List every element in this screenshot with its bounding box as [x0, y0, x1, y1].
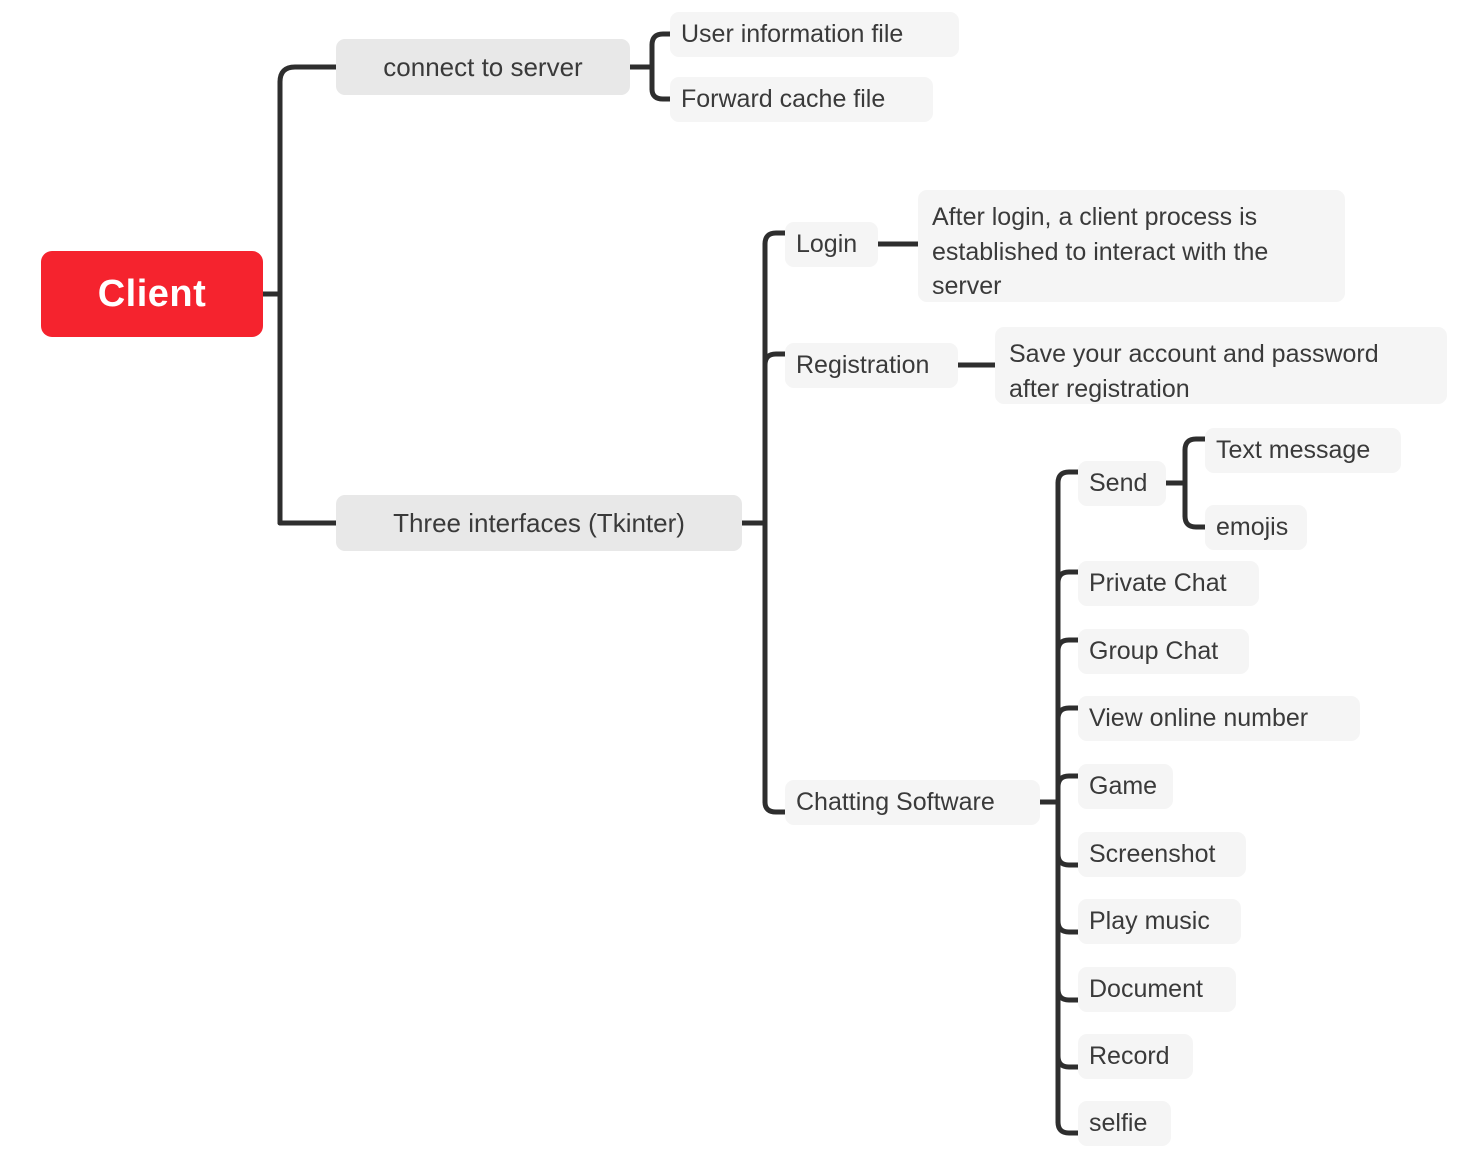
edge-send-text-message — [1182, 436, 1208, 453]
node-chatting-software[interactable]: Chatting Software — [785, 780, 1040, 825]
edge-ti-chatting — [762, 799, 788, 815]
node-registration-label: Registration — [796, 351, 930, 379]
node-connect-to-server-label: connect to server — [383, 51, 583, 82]
edge-ti-login — [762, 230, 788, 247]
node-screenshot-label: Screenshot — [1089, 840, 1216, 868]
edge-chat-view-online — [1055, 705, 1081, 722]
node-three-interfaces[interactable]: Three interfaces (Tkinter) — [336, 495, 742, 551]
node-login-label: Login — [796, 230, 858, 258]
node-private-chat[interactable]: Private Chat — [1078, 561, 1259, 606]
node-record-label: Record — [1089, 1042, 1170, 1070]
node-private-chat-label: Private Chat — [1089, 569, 1227, 597]
node-play-music[interactable]: Play music — [1078, 899, 1241, 944]
node-game-label: Game — [1089, 772, 1158, 800]
node-view-online-number[interactable]: View online number — [1078, 696, 1360, 741]
node-login-description-label: After login, a client process is establi… — [932, 203, 1269, 300]
edge-chat-group — [1055, 637, 1081, 654]
node-view-online-number-label: View online number — [1089, 704, 1309, 732]
node-login[interactable]: Login — [785, 222, 878, 267]
edge-cts-forward-cache — [649, 86, 673, 102]
node-record[interactable]: Record — [1078, 1034, 1193, 1079]
node-play-music-label: Play music — [1089, 907, 1210, 935]
node-emojis-label: emojis — [1216, 513, 1289, 541]
edge-chat-game — [1055, 773, 1081, 790]
node-client-root[interactable]: Client — [41, 251, 263, 337]
node-forward-cache-file[interactable]: Forward cache file — [670, 77, 933, 122]
edge-chat-record — [1055, 1053, 1081, 1070]
node-text-message-label: Text message — [1216, 436, 1371, 464]
edge-cts-user-info — [649, 31, 673, 48]
node-selfie[interactable]: selfie — [1078, 1101, 1171, 1146]
edge-chat-private — [1055, 569, 1081, 586]
node-client-root-label: Client — [97, 272, 207, 315]
node-game[interactable]: Game — [1078, 764, 1173, 809]
node-login-description[interactable]: After login, a client process is establi… — [918, 190, 1345, 302]
node-group-chat-label: Group Chat — [1089, 637, 1219, 665]
edge-chat-send — [1055, 469, 1081, 486]
node-group-chat[interactable]: Group Chat — [1078, 629, 1249, 674]
edge-chat-document — [1055, 986, 1081, 1003]
node-send[interactable]: Send — [1078, 461, 1166, 506]
node-forward-cache-file-label: Forward cache file — [681, 85, 886, 113]
node-user-information-file[interactable]: User information file — [670, 12, 959, 57]
edge-trunk-connect-to-server — [277, 64, 339, 85]
node-user-information-file-label: User information file — [681, 20, 904, 48]
node-selfie-label: selfie — [1089, 1109, 1148, 1137]
node-screenshot[interactable]: Screenshot — [1078, 832, 1246, 877]
node-emojis[interactable]: emojis — [1205, 505, 1307, 550]
node-document[interactable]: Document — [1078, 967, 1236, 1012]
node-three-interfaces-label: Three interfaces (Tkinter) — [393, 507, 685, 538]
node-connect-to-server[interactable]: connect to server — [336, 39, 630, 95]
node-document-label: Document — [1089, 975, 1203, 1003]
edge-chat-play-music — [1055, 918, 1081, 935]
node-registration-description-label: Save your account and password after reg… — [1009, 340, 1379, 403]
edge-send-emojis — [1182, 513, 1208, 530]
node-text-message[interactable]: Text message — [1205, 428, 1401, 473]
edge-chat-screenshot — [1055, 851, 1081, 868]
node-send-label: Send — [1089, 469, 1148, 497]
edge-ti-registration — [762, 351, 788, 368]
edge-chat-selfie — [1055, 1119, 1081, 1136]
node-chatting-software-label: Chatting Software — [796, 788, 995, 816]
node-registration-description[interactable]: Save your account and password after reg… — [995, 327, 1447, 404]
node-registration[interactable]: Registration — [785, 343, 958, 388]
